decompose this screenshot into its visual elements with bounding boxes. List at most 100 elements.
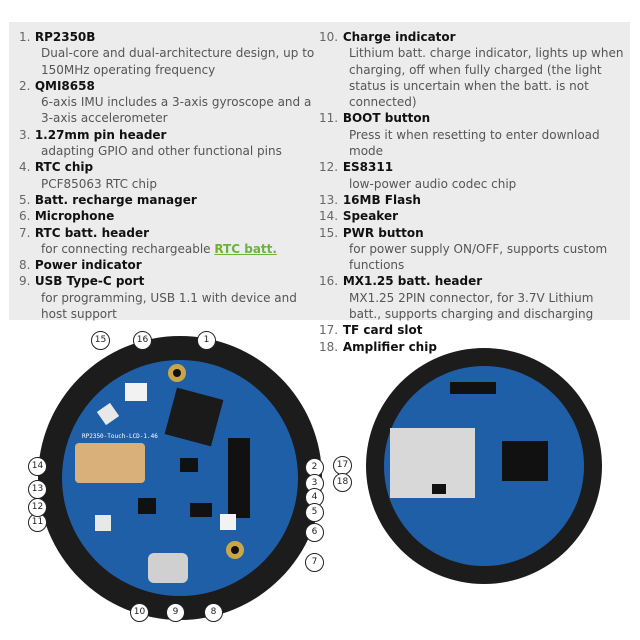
legend-item-title: Power indicator <box>34 258 142 273</box>
legend-item-title: QMI8658 <box>34 78 95 93</box>
back-pcb <box>384 366 584 566</box>
legend-item-title: USB Type-C port <box>34 274 145 289</box>
legend-item-description-text: Press it when resetting to enter downloa… <box>349 127 600 159</box>
legend-item-title: PWR button <box>342 225 424 240</box>
callout-14: 14 <box>28 457 47 476</box>
callout-1: 1 <box>197 331 216 350</box>
callout-5: 5 <box>305 503 324 522</box>
callout-7: 7 <box>305 553 324 572</box>
legend-item-number: 3. <box>19 127 31 142</box>
back-chip <box>502 441 548 481</box>
legend-item-description-text: MX1.25 2PIN connector, for 3.7V Lithium … <box>349 290 594 322</box>
legend-item-description: PCF85063 RTC chip <box>19 176 319 192</box>
callout-6: 6 <box>305 523 324 542</box>
legend-item-description: adapting GPIO and other functional pins <box>19 143 319 159</box>
legend-item: 17. TF card slot <box>319 322 624 338</box>
legend-item-title: BOOT button <box>342 111 431 126</box>
legend-item-title: 1.27mm pin header <box>34 127 167 142</box>
silkscreen-text: RP2350-Touch-LCD-1.46 <box>82 433 158 440</box>
legend-item-number: 8. <box>19 258 31 273</box>
legend-item: 1. RP2350B Dual-core and dual-architectur… <box>19 29 319 78</box>
mx125-header <box>125 383 147 401</box>
legend-item-description-text: for connecting rechargeable <box>41 241 215 256</box>
pin-header <box>228 438 250 518</box>
legend-item-description: for power supply ON/OFF, supports custom… <box>319 241 624 274</box>
legend-item: 13. 16MB Flash <box>319 192 624 208</box>
legend-item: 14. Speaker <box>319 208 624 224</box>
legend-item-number: 7. <box>19 225 31 240</box>
legend-item: 8. Power indicator <box>19 257 319 273</box>
legend-item-number: 12. <box>319 160 339 175</box>
legend-item: 5. Batt. recharge manager <box>19 192 319 208</box>
legend-item-number: 14. <box>319 209 339 224</box>
legend-item-title: 16MB Flash <box>342 192 421 207</box>
legend-item-number: 18. <box>319 339 339 354</box>
legend-item-number: 11. <box>319 111 339 126</box>
legend-item-number: 17. <box>319 323 339 338</box>
legend-item-description-text: PCF85063 RTC chip <box>41 176 157 191</box>
legend-item-title: MX1.25 batt. header <box>342 274 483 289</box>
legend-item-title: RTC chip <box>34 160 94 175</box>
legend-item-number: 2. <box>19 78 31 93</box>
legend-item-number: 4. <box>19 160 31 175</box>
legend-item: 6. Microphone <box>19 208 319 224</box>
front-pcb <box>62 360 298 596</box>
callout-16: 16 <box>133 331 152 350</box>
rtc-batt-link[interactable]: RTC batt. <box>214 241 277 256</box>
legend-item-description-text: for programming, USB 1.1 with device and… <box>41 290 297 322</box>
legend-item-number: 13. <box>319 192 339 207</box>
callout-15: 15 <box>91 331 110 350</box>
legend-item: 2. QMI8658 6-axis IMU includes a 3-axis g… <box>19 78 319 127</box>
callout-13: 13 <box>28 480 47 499</box>
legend-item-description-text: low-power audio codec chip <box>349 176 517 191</box>
legend-item-number: 16. <box>319 274 339 289</box>
legend-item-description-text: 6-axis IMU includes a 3-axis gyroscope a… <box>41 95 312 126</box>
legend-item-title: RTC batt. header <box>34 225 150 240</box>
callout-17: 17 <box>333 456 352 475</box>
front-board-illustration: RP2350-Touch-LCD-1.46 <box>38 336 322 620</box>
legend-item-title: Charge indicator <box>342 30 456 44</box>
legend-item-description-text: Dual-core and dual-architecture design, … <box>41 46 315 77</box>
legend-item-description: low-power audio codec chip <box>319 176 624 192</box>
legend-item-description: for programming, USB 1.1 with device and… <box>19 290 319 323</box>
back-board-illustration <box>366 348 602 584</box>
legend-item-title: Batt. recharge manager <box>34 192 197 207</box>
legend-item-description: MX1.25 2PIN connector, for 3.7V Lithium … <box>319 290 624 323</box>
legend-item-title: Amplifier chip <box>342 339 437 354</box>
legend-item-number: 10. <box>319 30 339 44</box>
legend-item: 3. 1.27mm pin header adapting GPIO and ot… <box>19 127 319 160</box>
legend-item-number: 6. <box>19 209 31 224</box>
legend-item-description: Lithium batt. charge indicator, lights u… <box>319 45 624 110</box>
callout-9: 9 <box>166 603 185 622</box>
callout-8: 8 <box>204 603 223 622</box>
legend-panel: 1. RP2350B Dual-core and dual-architectur… <box>9 22 630 354</box>
legend-item-title: Microphone <box>34 209 115 224</box>
legend-item-description-text: Lithium batt. charge indicator, lights u… <box>349 46 624 110</box>
legend-item-description-text: for power supply ON/OFF, supports custom… <box>349 241 608 273</box>
rtc-header-shape <box>220 514 236 530</box>
legend-item-description: Dual-core and dual-architecture design, … <box>19 45 319 78</box>
legend-item-title: TF card slot <box>342 323 423 338</box>
legend-item-description-text: adapting GPIO and other functional pins <box>41 144 282 159</box>
legend-item-title: Speaker <box>342 209 399 224</box>
legend-item-description: Press it when resetting to enter downloa… <box>319 127 624 160</box>
speaker <box>75 443 145 483</box>
legend-item-number: 1. <box>19 30 31 44</box>
callout-18: 18 <box>333 473 352 492</box>
legend-item-number: 5. <box>19 192 31 207</box>
rp2350-chip <box>164 387 224 447</box>
legend-item-number: 9. <box>19 274 31 289</box>
legend-item-title: ES8311 <box>342 160 394 175</box>
legend-item-number: 15. <box>319 225 339 240</box>
legend-left-column: 1. RP2350B Dual-core and dual-architectur… <box>19 29 319 322</box>
legend-item-description: for connecting rechargeable RTC batt. <box>19 241 319 257</box>
legend-item-title: RP2350B <box>34 30 96 44</box>
legend-item: 18. Amplifier chip <box>319 339 624 355</box>
